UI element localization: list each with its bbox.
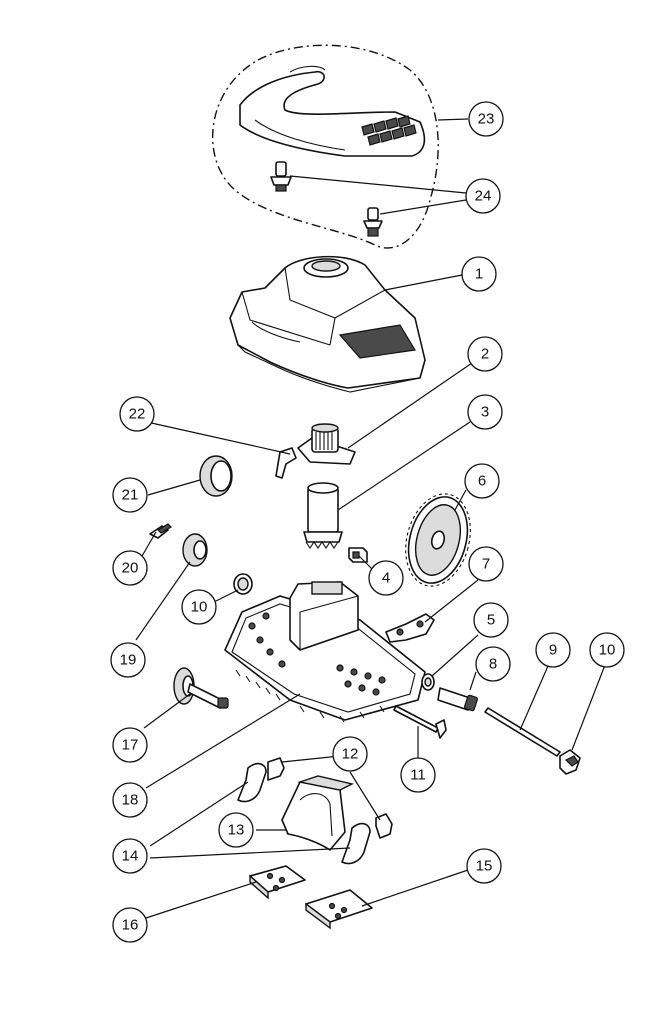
callout-22-label: 22 — [129, 406, 146, 423]
part-24-fasteners — [270, 161, 383, 237]
part-16-pad — [249, 865, 306, 900]
callout-19: 19 — [110, 642, 146, 678]
cover-group-outline — [211, 44, 439, 249]
callout-24: 24 — [465, 178, 501, 214]
callout-1-label: 1 — [475, 266, 483, 283]
leader-lines — [135, 118, 606, 919]
callout-18: 18 — [112, 782, 148, 818]
part-9-rod — [484, 707, 561, 757]
callout-19-label: 19 — [120, 652, 137, 669]
callout-15: 15 — [466, 848, 502, 884]
callout-17-label: 17 — [122, 737, 139, 754]
callout-10-left-label: 10 — [191, 599, 208, 616]
part-3-drive-cylinder — [303, 482, 343, 549]
callout-7: 7 — [468, 546, 504, 582]
callout-10-right-label: 10 — [599, 642, 616, 659]
part-10-end-cap-right — [559, 749, 581, 775]
part-18-chassis — [224, 581, 426, 723]
callout-10-right: 10 — [589, 632, 625, 668]
callout-11-label: 11 — [410, 767, 426, 784]
part-10-bushing-left — [233, 573, 253, 595]
callout-8-label: 8 — [489, 656, 497, 673]
callout-1: 1 — [461, 256, 497, 292]
callout-7-label: 7 — [482, 556, 490, 573]
callout-20-label: 20 — [122, 560, 139, 577]
callout-23-label: 23 — [478, 111, 495, 128]
part-7-bracket — [385, 613, 435, 643]
part-23-top-cover — [239, 65, 426, 157]
callout-16: 16 — [112, 907, 148, 943]
callout-9: 9 — [535, 632, 571, 668]
callout-15-label: 15 — [476, 858, 493, 875]
part-15-pad — [305, 889, 373, 930]
callout-10-left: 10 — [181, 589, 217, 625]
callout-12: 12 — [332, 736, 368, 772]
callout-24-label: 24 — [475, 188, 492, 205]
callout-4-label: 4 — [382, 570, 390, 587]
part-14-brush-holders — [237, 762, 371, 865]
callout-22: 22 — [119, 396, 155, 432]
callout-4: 4 — [368, 560, 404, 596]
part-2-motor-mount — [275, 423, 356, 479]
callout-14: 14 — [112, 838, 148, 874]
callout-9-label: 9 — [549, 642, 557, 659]
part-4-clip-block — [348, 547, 368, 563]
callout-13-label: 13 — [228, 822, 245, 839]
callout-18-label: 18 — [122, 792, 139, 809]
callout-16-label: 16 — [122, 917, 139, 934]
part-21-wheel — [199, 455, 233, 497]
callout-23: 23 — [468, 101, 504, 137]
part-17-axle-gear — [173, 667, 229, 709]
part-5-ring — [421, 673, 435, 691]
part-6-large-gear — [405, 493, 471, 587]
callout-5: 5 — [473, 602, 509, 638]
callout-14-label: 14 — [122, 848, 139, 865]
callout-8: 8 — [475, 646, 511, 682]
callout-3-label: 3 — [481, 404, 489, 421]
callout-17: 17 — [112, 727, 148, 763]
callout-5-label: 5 — [487, 612, 495, 629]
callout-2: 2 — [467, 336, 503, 372]
callout-2-label: 2 — [481, 346, 489, 363]
callout-20: 20 — [112, 550, 148, 586]
callout-13: 13 — [218, 812, 254, 848]
part-19-small-gear — [182, 533, 208, 567]
callout-3: 3 — [467, 394, 503, 430]
callout-6-label: 6 — [478, 473, 486, 490]
callout-6: 6 — [464, 463, 500, 499]
callout-21-label: 21 — [122, 487, 139, 504]
callout-11: 11 — [400, 757, 436, 793]
callout-12-label: 12 — [342, 746, 359, 763]
callout-21: 21 — [112, 477, 148, 513]
part-8-bolt — [437, 687, 478, 712]
part-11-shaft — [393, 705, 447, 739]
part-1-housing — [229, 255, 426, 393]
part-13-carriage — [281, 775, 355, 851]
